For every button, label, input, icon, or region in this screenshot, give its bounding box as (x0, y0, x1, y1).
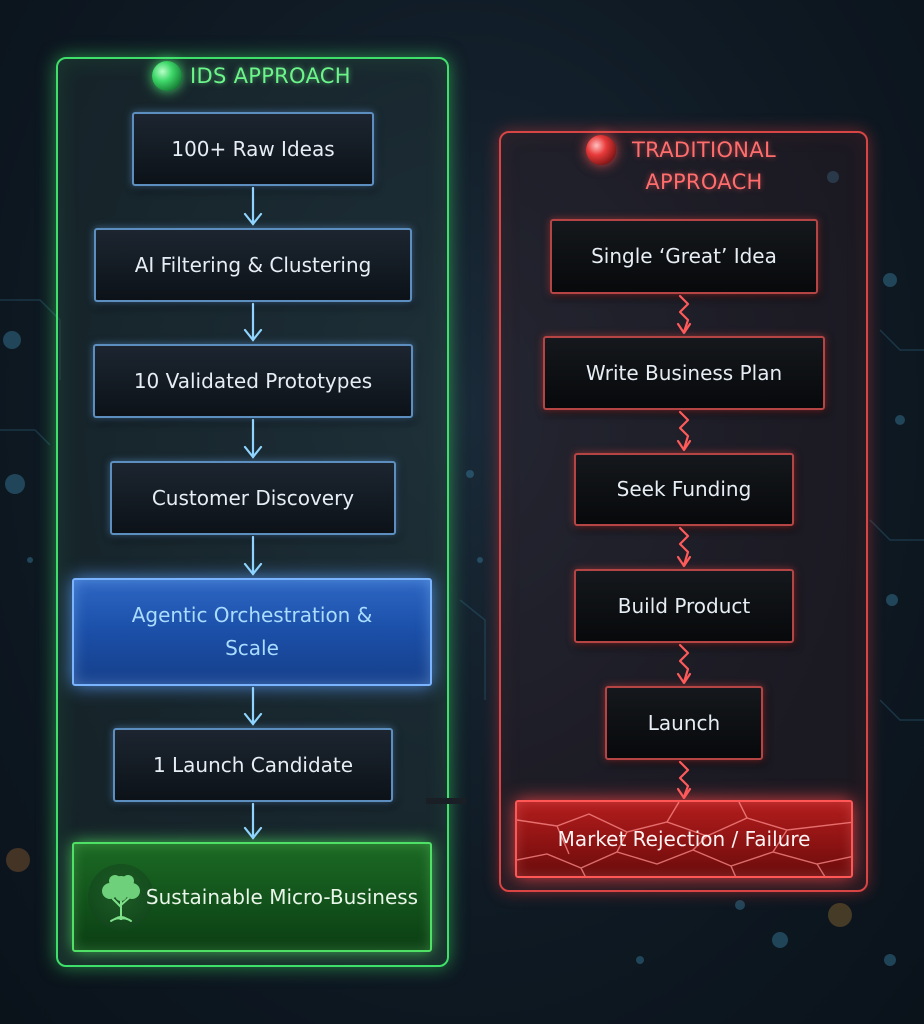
down-arrow-icon (242, 186, 264, 228)
ids-step-customer-discovery: Customer Discovery (110, 461, 396, 535)
green-gem-icon (152, 61, 182, 91)
ids-approach-title: IDS APPROACH (152, 60, 351, 92)
traditional-approach-title: TRADITIONAL APPROACH (586, 134, 784, 198)
zigzag-arrow-icon (672, 760, 696, 800)
ids-title-text: IDS APPROACH (190, 64, 351, 88)
trad-step-label: Launch (647, 710, 721, 735)
trad-step-label: Seek Funding (616, 477, 752, 501)
trad-step-label: Market Rejection / Failure (557, 826, 811, 851)
down-arrow-icon (242, 418, 264, 461)
trad-step-label: Build Product (617, 593, 751, 618)
cracked-texture-icon (517, 802, 851, 876)
ids-step-label: 1 Launch Candidate (152, 752, 354, 777)
ids-step-label: 100+ Raw Ideas (171, 136, 335, 161)
trad-step-single-idea: Single ‘Great’ Idea (550, 219, 818, 294)
zigzag-arrow-icon (672, 643, 696, 686)
ids-step-label: AI Filtering & Clustering (134, 252, 372, 277)
down-arrow-icon (242, 302, 264, 344)
connector-stub (426, 798, 466, 804)
ids-step-validated-prototypes: 10 Validated Prototypes (93, 344, 413, 418)
zigzag-arrow-icon (672, 526, 696, 569)
trad-step-label: Single ‘Great’ Idea (591, 244, 777, 268)
red-gem-icon (586, 135, 616, 165)
trad-step-business-plan: Write Business Plan (543, 336, 825, 410)
tree-icon (88, 864, 154, 930)
traditional-title-text: TRADITIONAL APPROACH (632, 138, 776, 194)
ids-step-agentic-orchestration: Agentic Orchestration & Scale (72, 578, 432, 686)
ids-step-launch-candidate: 1 Launch Candidate (113, 728, 393, 802)
ids-step-sustainable-business: Sustainable Micro-Business (72, 842, 432, 952)
trad-step-market-rejection: Market Rejection / Failure (515, 800, 853, 878)
ids-step-label: 10 Validated Prototypes (133, 368, 373, 393)
zigzag-arrow-icon (672, 294, 696, 336)
down-arrow-icon (242, 535, 264, 578)
trad-step-build-product: Build Product (574, 569, 794, 643)
zigzag-arrow-icon (672, 410, 696, 453)
ids-step-label: Customer Discovery (151, 485, 355, 510)
trad-step-label: Write Business Plan (585, 360, 783, 385)
down-arrow-icon (242, 802, 264, 842)
ids-step-ai-filtering: AI Filtering & Clustering (94, 228, 412, 302)
down-arrow-icon (242, 686, 264, 728)
trad-step-seek-funding: Seek Funding (574, 453, 794, 526)
trad-step-launch: Launch (605, 686, 763, 760)
ids-step-raw-ideas: 100+ Raw Ideas (132, 112, 374, 186)
ids-step-label: Sustainable Micro-Business (145, 884, 419, 909)
ids-step-label: Agentic Orchestration & Scale (131, 603, 373, 660)
